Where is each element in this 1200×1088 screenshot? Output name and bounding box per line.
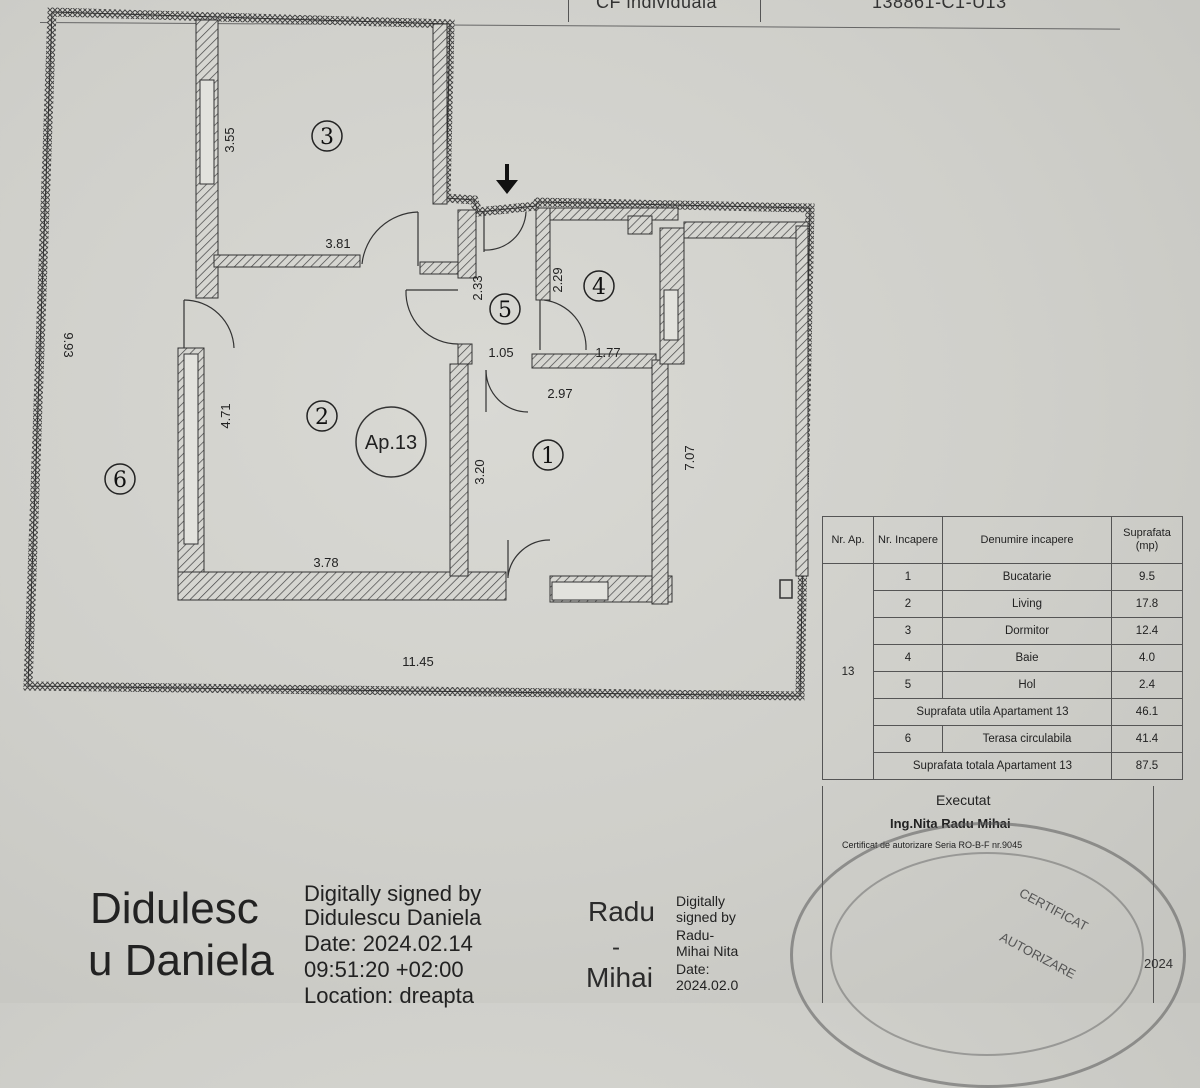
room-area-cell: 12.4 [1111,617,1183,645]
header-divider-1 [568,0,569,22]
room-area-cell: 2.4 [1111,671,1183,699]
table-row-useful: Suprafata utila Apartament 13 46.1 [823,698,1183,726]
room-name-cell: Baie [942,644,1112,672]
floor-plan: Ap.13 1 2 3 4 5 6 3.55 3.81 9.93 2.33 2.… [23,7,815,701]
room-name-cell: Living [942,590,1112,618]
room-name-cell: Dormitor [942,617,1112,645]
room-3-walls [195,19,459,299]
table-row: 2 Living 17.8 [823,590,1183,618]
room-number-5: 5 [498,298,512,323]
room-numbers: 1 2 3 4 5 6 [104,120,615,495]
table-row-terrace: 6 Terasa circulabila 41.4 [823,725,1183,753]
room-nr-cell: 5 [873,671,943,699]
dim-1-05: 1.05 [488,345,513,360]
room-nr-cell: 2 [873,590,943,618]
header-nr-ap: Nr. Ap. [822,516,874,564]
total-label-cell: Suprafata totala Apartament 13 [873,752,1112,780]
dim-3-55: 3.55 [222,127,237,152]
dim-9-93: 9.93 [61,332,76,357]
dim-3-81: 3.81 [325,236,350,251]
signature-2-date-label: Date: [676,961,710,977]
table-row: 4 Baie 4.0 [823,644,1183,672]
signature-1-name-line1: Didulesc [90,884,259,933]
signature-2-name-line2: - [612,934,620,961]
dim-3-78: 3.78 [313,555,338,570]
dim-4-71: 4.71 [218,403,233,428]
dim-3-20: 3.20 [472,459,487,484]
cf-number: 138861-C1-U13 [872,0,1007,12]
useful-area-cell: 46.1 [1111,698,1183,726]
dim-1-77: 1.77 [595,345,620,360]
room-area-cell: 4.0 [1111,644,1183,672]
signature-1-location: Location: dreapta [304,983,475,1008]
signature-2-signed-by-2: signed by [676,909,736,925]
room-name-cell: Hol [942,671,1112,699]
rooms-table: Nr. Ap. Nr. Incapere Denumire incapere S… [822,516,1183,780]
header-suprafata: Suprafata (mp) [1111,516,1183,564]
door-swings [183,211,587,578]
signature-1-name-line2: u Daniela [88,936,274,985]
table-row-total: Suprafata totala Apartament 13 87.5 [823,752,1183,780]
terrace-nr-cell: 6 [873,725,943,753]
signature-1-time: 09:51:20 +02:00 [304,957,464,982]
room-nr-cell: 1 [873,563,943,591]
room-number-6: 6 [113,468,127,493]
room-area-cell: 9.5 [1111,563,1183,591]
terrace-area-cell: 41.4 [1111,725,1183,753]
header-divider-2 [760,0,761,22]
dimension-labels: 3.55 3.81 9.93 2.33 2.29 1.05 1.77 2.97 … [61,127,697,669]
header-strip: CF individuala 138861-C1-U13 [0,0,1200,30]
header-nr-incapere: Nr. Incapere [873,516,943,564]
entrance-arrow-icon [496,164,518,194]
terrace-name-cell: Terasa circulabila [942,725,1112,753]
useful-label-cell: Suprafata utila Apartament 13 [873,698,1112,726]
signature-2-name-line3: Mihai [586,962,653,993]
table-row: 3 Dormitor 12.4 [823,617,1183,645]
living-kitchen-walls [177,343,673,605]
stamp-year: 2024 [1144,956,1173,971]
room-number-4: 4 [592,275,606,300]
dim-2-97: 2.97 [547,386,572,401]
room-number-3: 3 [320,125,334,150]
room-nr-cell: 3 [873,617,943,645]
signature-2-name-line1: Radu [588,896,655,927]
signature-2-signer-1: Radu- [676,927,715,943]
dim-2-33: 2.33 [470,275,485,300]
signature-2-signer-2: Mihai Nita [676,943,739,959]
room-name-cell: Bucatarie [942,563,1112,591]
table-row: 5 Hol 2.4 [823,671,1183,699]
total-area-cell: 87.5 [1111,752,1183,780]
signature-1-signed-by: Digitally signed by [304,881,482,906]
header-denumire: Denumire incapere [942,516,1112,564]
signature-1-date: Date: 2024.02.14 [304,931,473,956]
executed-title: Executat [936,792,991,808]
table-header-row: Nr. Ap. Nr. Incapere Denumire incapere S… [822,516,1183,564]
room-number-1: 1 [541,444,555,469]
apartment-label: Ap.13 [365,432,417,454]
apartment-label-circle [355,406,427,478]
apartment-number-cell: 13 [822,563,874,780]
room-number-2: 2 [315,405,329,430]
bath-hall-walls [457,207,809,599]
signature-2-signed-by-1: Digitally [676,893,726,909]
cf-label: CF individuala [596,0,718,12]
dim-11-45: 11.45 [402,654,434,669]
stamp-inner-ring [830,852,1144,1056]
table-row: 13 1 Bucatarie 9.5 [822,563,1183,780]
signature-2-date: 2024.02.0 [676,977,739,993]
room-nr-cell: 4 [873,644,943,672]
dim-7-07: 7.07 [682,445,697,470]
signature-1-signer: Didulescu Daniela [304,905,482,930]
dim-2-29: 2.29 [550,267,565,292]
room-area-cell: 17.8 [1111,590,1183,618]
